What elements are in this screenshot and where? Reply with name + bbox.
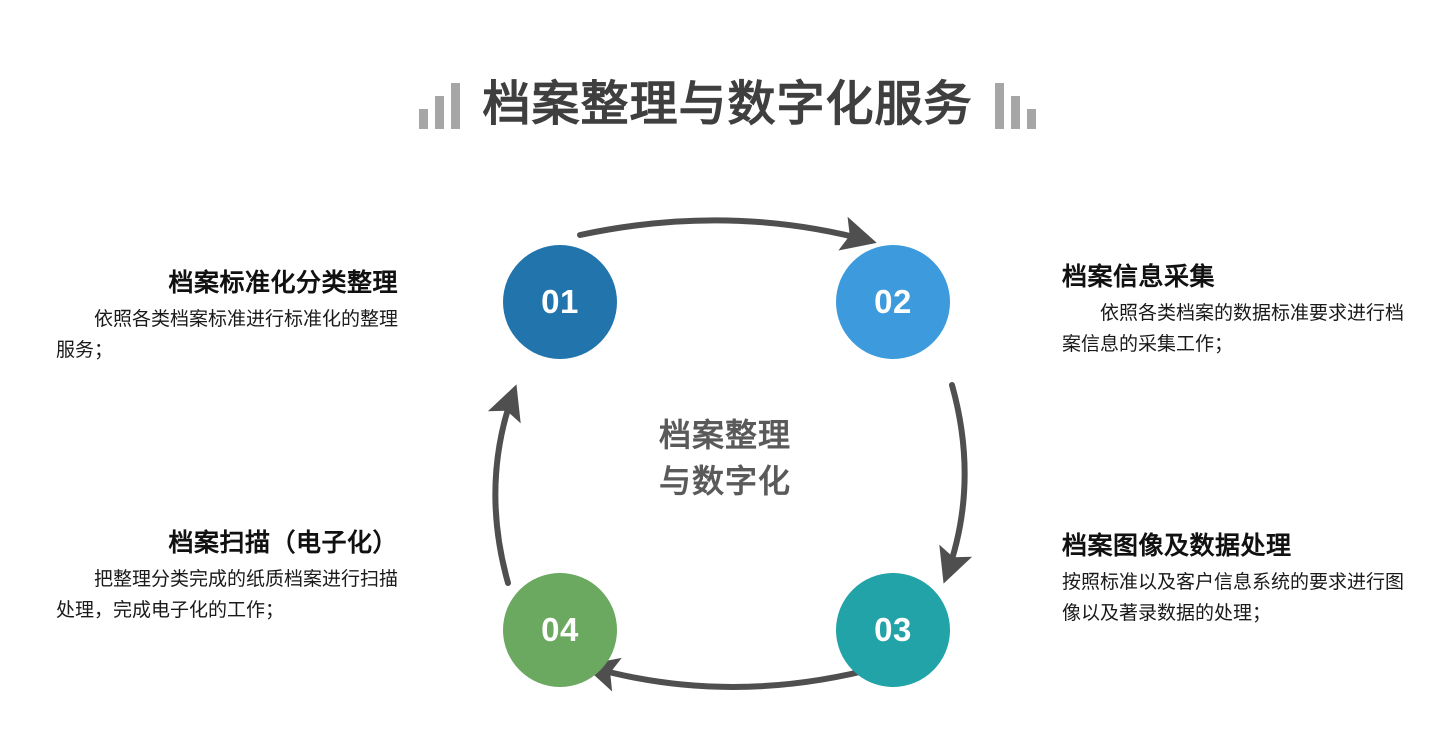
bar-chart-descending-icon <box>994 81 1036 129</box>
step-text-block-03: 档案图像及数据处理 按照标准以及客户信息系统的要求进行图像以及著录数据的处理； <box>1062 531 1404 630</box>
arrow-left-icon <box>487 384 521 586</box>
bar-chart-ascending-icon <box>419 81 461 129</box>
step-circle-03[interactable]: 03 <box>836 573 950 687</box>
step-body-03: 按照标准以及客户信息系统的要求进行图像以及著录数据的处理； <box>1062 572 1405 624</box>
step-circle-04[interactable]: 04 <box>503 573 617 687</box>
step-text-block-04: 档案扫描（电子化） 把整理分类完成的纸质档案进行扫描处理，完成电子化的工作； <box>56 528 398 627</box>
step-text-block-02: 档案信息采集 依照各类档案的数据标准要求进行档案信息的采集工作； <box>1062 262 1404 361</box>
step-text-block-01: 档案标准化分类整理 依照各类档案标准进行标准化的整理服务； <box>56 268 398 367</box>
arrow-top-icon <box>577 216 877 251</box>
center-label-line1: 档案整理 <box>658 417 791 453</box>
arrow-bottom-icon <box>583 657 883 692</box>
center-label: 档案整理 与数字化 <box>560 412 890 505</box>
cycle-arrows <box>487 216 973 692</box>
step-title-01: 档案标准化分类整理 <box>168 269 398 297</box>
center-label-line2: 与数字化 <box>658 463 791 500</box>
step-body-04: 把整理分类完成的纸质档案进行扫描处理，完成电子化的工作； <box>56 569 399 621</box>
step-circle-01[interactable]: 01 <box>503 245 617 359</box>
page-header: 档案整理与数字化服务 <box>0 66 1455 144</box>
step-body-02: 依照各类档案的数据标准要求进行档案信息的采集工作； <box>1062 303 1405 355</box>
arrow-right-icon <box>939 382 973 584</box>
step-circle-02[interactable]: 02 <box>836 245 950 359</box>
step-title-04: 档案扫描（电子化） <box>168 529 398 557</box>
step-body-01: 依照各类档案标准进行标准化的整理服务； <box>56 309 399 361</box>
step-title-03: 档案图像及数据处理 <box>1062 532 1292 560</box>
page-title: 档案整理与数字化服务 <box>482 78 973 131</box>
step-title-02: 档案信息采集 <box>1062 263 1216 291</box>
